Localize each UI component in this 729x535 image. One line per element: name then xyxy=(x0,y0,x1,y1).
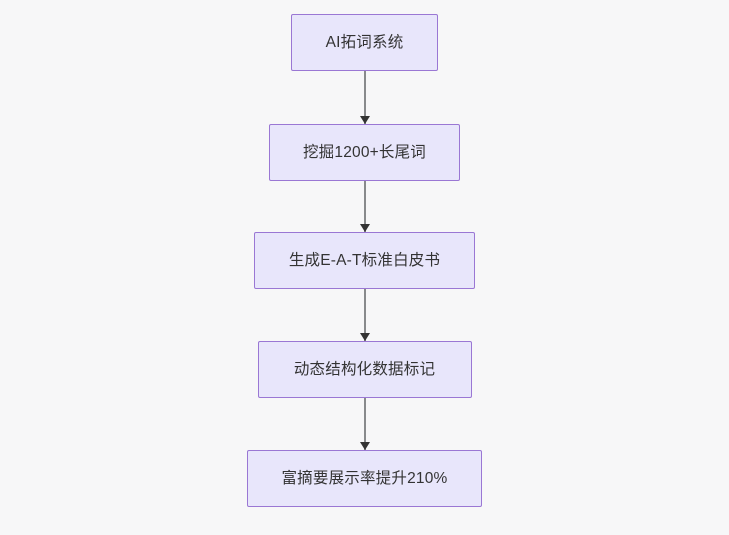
flow-node-label: AI拓词系统 xyxy=(325,33,404,51)
flow-node-ai-keyword-system[interactable]: AI拓词系统 xyxy=(291,14,438,71)
arrow-down-icon xyxy=(359,116,370,124)
arrow-down-icon xyxy=(359,333,370,341)
flow-node-rich-snippet-impression-uplift[interactable]: 富摘要展示率提升210% xyxy=(247,450,482,507)
flow-node-label: 动态结构化数据标记 xyxy=(293,360,436,378)
flow-node-label: 生成E-A-T标准白皮书 xyxy=(288,251,441,269)
flow-node-generate-eat-whitepaper[interactable]: 生成E-A-T标准白皮书 xyxy=(254,232,475,289)
connector-line-icon xyxy=(363,181,366,232)
flow-node-dynamic-structured-data-markup[interactable]: 动态结构化数据标记 xyxy=(257,341,472,398)
flow-connector-1 xyxy=(359,71,370,124)
connector-line-icon xyxy=(363,398,366,450)
arrow-down-icon xyxy=(359,442,370,450)
flow-node-label: 挖掘1200+长尾词 xyxy=(302,143,427,161)
arrow-down-icon xyxy=(359,224,370,232)
connector-line-icon xyxy=(363,289,366,341)
flow-connector-4 xyxy=(359,398,370,450)
flow-connector-3 xyxy=(359,289,370,341)
flow-node-mine-longtail-keywords[interactable]: 挖掘1200+长尾词 xyxy=(269,124,460,181)
flow-node-label: 富摘要展示率提升210% xyxy=(281,469,448,487)
flow-connector-2 xyxy=(359,181,370,232)
connector-line-icon xyxy=(363,71,366,124)
